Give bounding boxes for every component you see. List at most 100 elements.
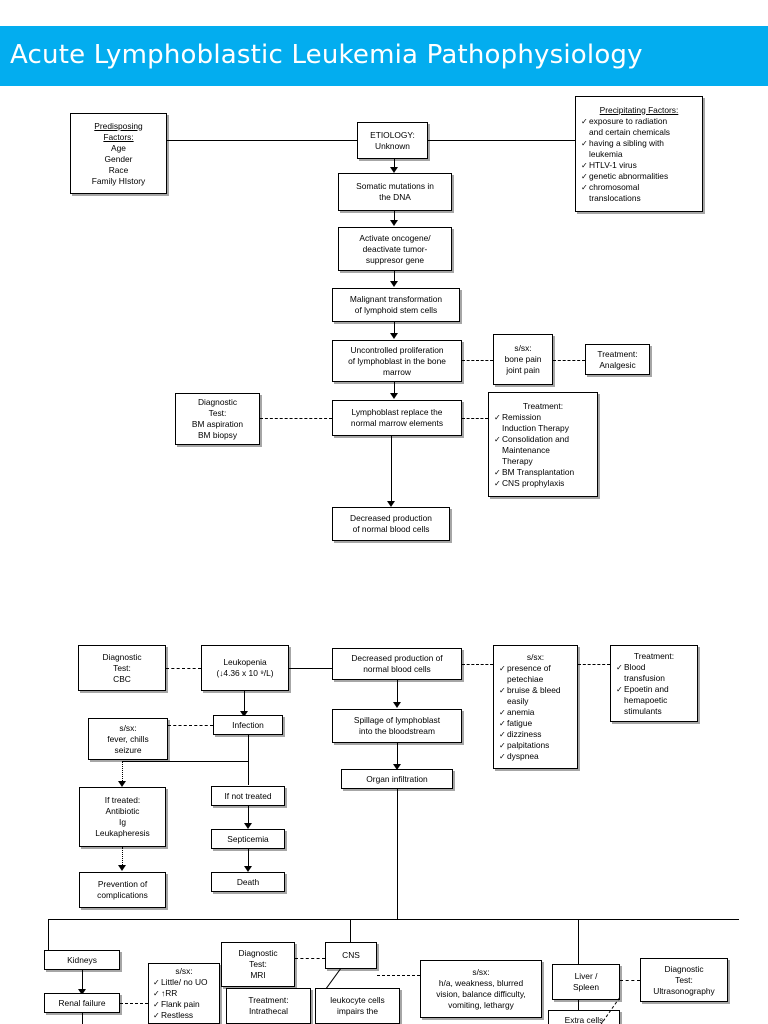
ssx-bone-line2: bone pain (504, 354, 542, 364)
activate-oncogene-box: Activate oncogene/ deactivate tumor- sup… (338, 227, 452, 271)
treatment-blood-box: Treatment: Blood transfusion Epoetin and… (610, 645, 698, 722)
ssx-blood-item-8: dyspnea (499, 751, 572, 762)
liver-spleen-line2: Spleen (572, 982, 600, 992)
connector-dxmri-cns (295, 958, 325, 959)
death-box: Death (211, 872, 285, 892)
cns-label: CNS (342, 950, 360, 960)
connector-decreased2-ssxblood (462, 664, 493, 665)
ssx-bone-pain-box: s/sx: bone pain joint pain (493, 334, 553, 385)
uncontrolled-proliferation-box: Uncontrolled proliferation of lymphoblas… (332, 340, 462, 382)
precipitating-item-2: having a sibling with (581, 138, 697, 149)
ssx-blood-item-6: dizziness (499, 729, 572, 740)
dx-mri-line1: Diagnostic (238, 948, 278, 958)
connector-ssxbone-analgesic (553, 360, 585, 361)
infection-box: Infection (213, 715, 283, 735)
ssx-renal-item-3: Restless (153, 1010, 215, 1021)
connector-etiology-somatic (394, 159, 395, 168)
etiology-line2: Unknown (375, 140, 410, 151)
prevention-box: Prevention of complications (79, 872, 166, 908)
leukocyte-line2: impairs the (337, 1006, 378, 1016)
ssx-renal-box: s/sx: Little/ no UO ↑RR Flank pain Restl… (148, 963, 220, 1024)
organ-infiltration-label: Organ infiltration (366, 773, 428, 784)
connector-ifnot-septicemia (248, 806, 249, 824)
uncontrolled-line3: marrow (383, 366, 411, 377)
malignant-line1: Malignant transformation (349, 294, 443, 304)
tx-analgesic-line1: Treatment: (597, 348, 638, 359)
ssx-renal-title: s/sx: (175, 966, 193, 976)
dx-bm-line2: Test: (208, 408, 227, 418)
dx-cbc-line3: CBC (113, 673, 131, 684)
connector-somatic-activate (394, 211, 395, 221)
connector-organ-branch-bus (48, 919, 739, 920)
treatment-analgesic-box: Treatment: Analgesic (585, 344, 650, 375)
arrowhead-leukopenia-infection (240, 711, 248, 717)
tx-blood-title: Treatment: (633, 650, 675, 661)
extra-cells-label: Extra cells (564, 1014, 604, 1024)
arrowhead-etiology-somatic (390, 167, 398, 173)
malignant-transformation-box: Malignant transformation of lymphoid ste… (332, 288, 460, 322)
ssx-cns-line3: vision, balance difficulty, (436, 989, 526, 999)
decreased-prod2-line1: Decreased production of (351, 653, 443, 663)
ssx-blood-box: s/sx: presence of petechiae bruise & ble… (493, 645, 578, 769)
predisposing-title-line2: Factors: (103, 131, 134, 142)
activate-line2: deactivate tumor- (362, 243, 428, 254)
dx-mri-line3: MRI (250, 970, 266, 980)
liver-spleen-box: Liver / Spleen (552, 964, 620, 1000)
dx-ultrasound-line2: Test: (675, 974, 693, 985)
dx-cbc-line1: Diagnostic (102, 651, 142, 662)
connector-infection-split (122, 761, 248, 762)
organ-infiltration-box: Organ infiltration (341, 769, 453, 789)
ssx-renal-item-2: Flank pain (153, 999, 215, 1010)
uncontrolled-line2: of lymphoblast in the bone (348, 355, 446, 366)
tx-main-item-2: Consolidation and (494, 434, 592, 445)
connector-uncontrolled-lymphoblast (394, 382, 395, 394)
tx-main-item-6: CNS prophylaxis (494, 478, 592, 489)
ssx-bone-line3: joint pain (506, 365, 540, 375)
if-treated-line3: Ig (119, 817, 126, 827)
precipitating-title: Precipitating Factors: (599, 104, 679, 115)
ssx-blood-item-5: fatigue (499, 718, 572, 729)
ssx-bone-line1: s/sx: (514, 343, 532, 353)
precipitating-list: exposure to radiation and certain chemic… (581, 116, 697, 204)
decreased-production-box: Decreased production of normal blood cel… (332, 507, 450, 541)
connector-decreased2-spillage (397, 680, 398, 703)
predisposing-title-line1: Predisposing (94, 120, 143, 131)
tx-blood-item-0: Blood (616, 662, 692, 673)
predisposing-item-2: Race (108, 164, 129, 175)
predisposing-item-3: Family HIstory (91, 175, 146, 186)
connector-septicemia-death (248, 849, 249, 866)
spillage-box: Spillage of lymphoblast into the bloodst… (332, 709, 462, 743)
lymphoblast-replace-line1: Lymphoblast replace the (351, 407, 443, 417)
predisposing-item-1: Gender (104, 153, 133, 164)
ssx-cns-line2: h/a, weakness, blurred (438, 978, 524, 988)
leukopenia-line1: Leukopenia (223, 657, 267, 667)
precipitating-factors-box: Precipitating Factors: exposure to radia… (575, 96, 703, 212)
precipitating-item-0: exposure to radiation (581, 116, 697, 127)
prevention-line2: complications (97, 890, 148, 900)
tx-intrathecal-line2: Intrathecal (248, 1006, 289, 1016)
septicemia-box: Septicemia (211, 829, 285, 849)
connector-branch-liver (578, 919, 579, 964)
if-treated-box: If treated: Antibiotic Ig Leukapheresis (79, 787, 166, 847)
connector-ifnottreated-down (248, 761, 249, 785)
tx-main-item-5: BM Transplantation (494, 467, 592, 478)
if-not-treated-box: If not treated (211, 786, 285, 806)
connector-iftreated-dotted (122, 761, 123, 783)
ssx-blood-item-7: palpitations (499, 740, 572, 751)
tx-blood-list: Blood transfusion Epoetin and hemapoetic… (616, 662, 692, 717)
death-label: Death (236, 876, 260, 887)
tx-blood-item-3: hemapoetic (624, 694, 668, 705)
activate-line3: suppresor gene (365, 254, 425, 265)
treatment-intrathecal-box: Treatment: Intrathecal (226, 988, 311, 1024)
connector-uncontrolled-ssxbone (462, 360, 493, 361)
precipitating-item-3: leukemia (589, 148, 623, 159)
arrowhead-uncontrolled-lymphoblast (390, 393, 398, 399)
diagnostic-test-ultrasonography-box: Diagnostic Test: Ultrasonography (640, 958, 728, 1002)
renal-failure-label: Renal failure (58, 997, 106, 1008)
connector-ssxblood-txblood (578, 664, 610, 665)
ssx-renal-list: Little/ no UO ↑RR Flank pain Restless (153, 977, 215, 1021)
connector-activate-malignant (394, 271, 395, 282)
precipitating-item-5: genetic abnormalities (581, 171, 697, 182)
tx-main-title: Treatment: (522, 400, 564, 411)
diagnostic-test-bm-box: Diagnostic Test: BM aspiration BM biopsy (175, 393, 260, 445)
